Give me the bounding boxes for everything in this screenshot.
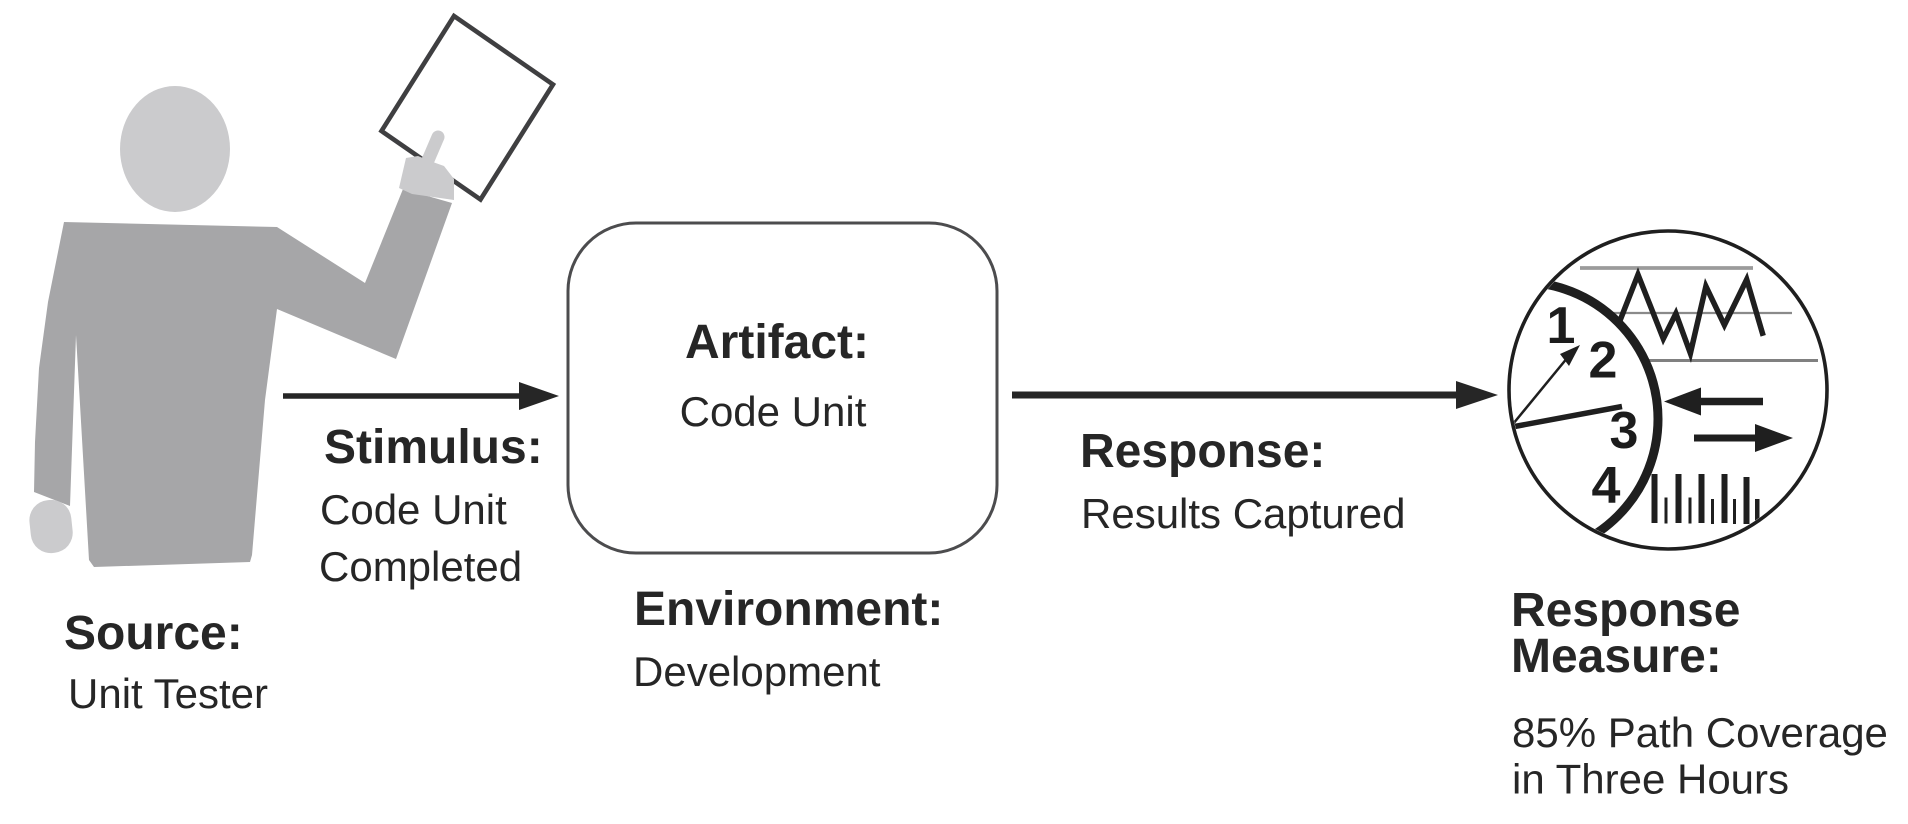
svg-text:85% Path Coverage: 85% Path Coverage bbox=[1512, 709, 1888, 756]
svg-text:Completed: Completed bbox=[319, 543, 522, 590]
svg-text:Development: Development bbox=[633, 648, 881, 695]
svg-text:2: 2 bbox=[1589, 332, 1618, 390]
svg-text:Unit Tester: Unit Tester bbox=[68, 670, 268, 717]
svg-text:Results Captured: Results Captured bbox=[1081, 490, 1406, 537]
svg-text:1: 1 bbox=[1547, 297, 1576, 355]
svg-text:4: 4 bbox=[1592, 457, 1621, 515]
svg-text:Code Unit: Code Unit bbox=[680, 388, 867, 435]
svg-text:Stimulus:: Stimulus: bbox=[324, 421, 543, 474]
svg-text:in Three Hours: in Three Hours bbox=[1512, 756, 1789, 803]
svg-text:Artifact:: Artifact: bbox=[685, 316, 869, 369]
svg-text:Source:: Source: bbox=[64, 607, 243, 660]
svg-text:Response:: Response: bbox=[1080, 425, 1325, 478]
svg-text:Measure:: Measure: bbox=[1511, 630, 1722, 683]
svg-text:Code Unit: Code Unit bbox=[320, 486, 507, 533]
svg-text:Response: Response bbox=[1511, 584, 1740, 637]
svg-text:Environment:: Environment: bbox=[634, 583, 943, 636]
svg-text:3: 3 bbox=[1610, 402, 1639, 460]
